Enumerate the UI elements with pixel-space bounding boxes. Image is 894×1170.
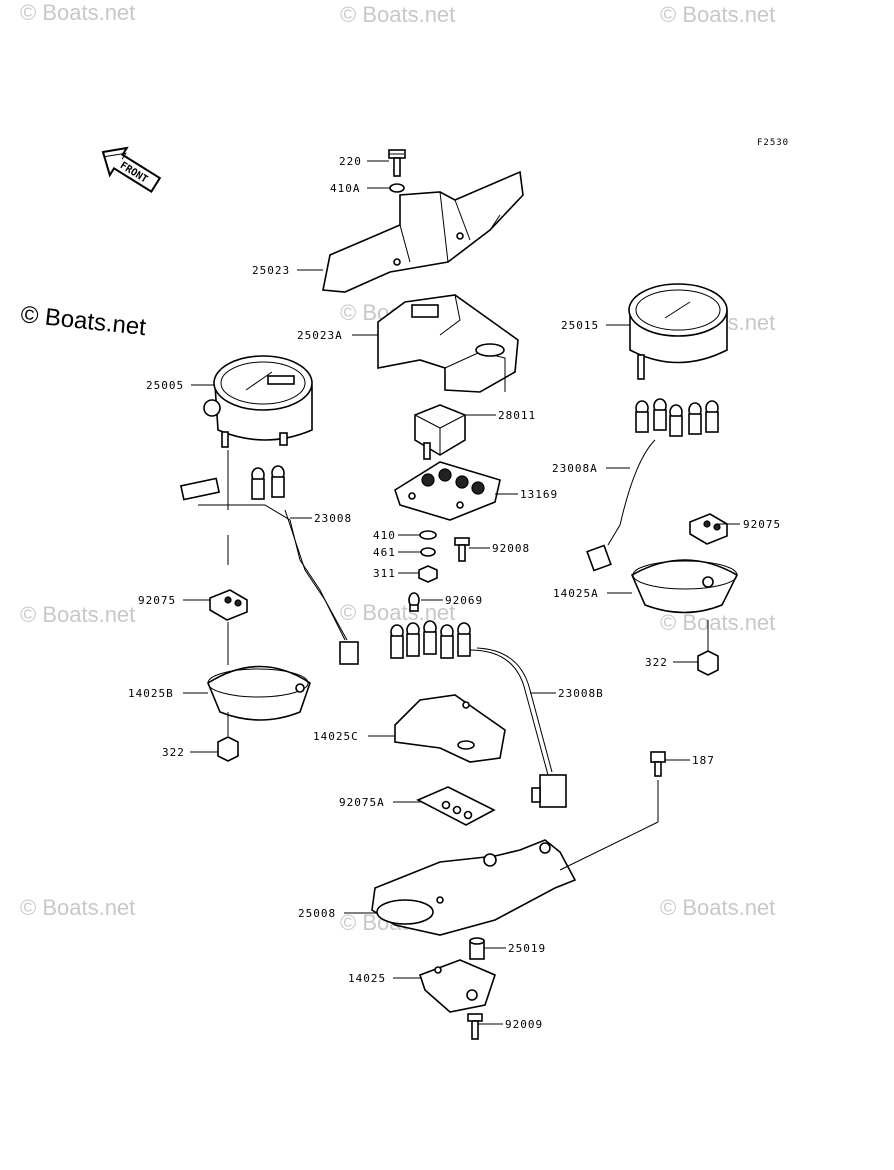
grommet-92075a bbox=[416, 786, 496, 826]
label-23008a: 23008A bbox=[552, 462, 598, 475]
label-14025: 14025 bbox=[348, 972, 386, 985]
label-14025a: 14025A bbox=[553, 587, 599, 600]
grommet-92075-left bbox=[209, 589, 248, 621]
label-25015: 25015 bbox=[561, 319, 599, 332]
watermark: © Boats.net bbox=[20, 0, 135, 25]
indicator-28011 bbox=[414, 404, 466, 460]
label-25008: 25008 bbox=[298, 907, 336, 920]
label-25005: 25005 bbox=[146, 379, 184, 392]
label-322-left: 322 bbox=[162, 746, 185, 759]
base-14025c bbox=[394, 694, 506, 763]
label-461: 461 bbox=[373, 546, 396, 559]
label-322-right: 322 bbox=[645, 656, 668, 669]
cup-14025a bbox=[630, 559, 739, 614]
collar-25019 bbox=[469, 937, 485, 960]
bulb-92069 bbox=[408, 592, 420, 612]
label-92008: 92008 bbox=[492, 542, 530, 555]
socket-plate-13169 bbox=[394, 461, 501, 521]
harness-23008 bbox=[179, 450, 359, 665]
bolt-187 bbox=[650, 751, 666, 777]
speedometer-25005 bbox=[203, 355, 313, 448]
harness-23008a bbox=[586, 398, 719, 572]
label-92075-left: 92075 bbox=[138, 594, 176, 607]
label-25023a: 25023A bbox=[297, 329, 343, 342]
washer-461 bbox=[420, 547, 436, 557]
harness-23008b bbox=[390, 620, 567, 808]
watermark: © Boats.net bbox=[660, 895, 775, 920]
label-187: 187 bbox=[692, 754, 715, 767]
label-14025c: 14025C bbox=[313, 730, 359, 743]
label-410: 410 bbox=[373, 529, 396, 542]
watermark: © Boats.net bbox=[660, 610, 775, 635]
watermarks: © Boats.net © Boats.net © Boats.net © Bo… bbox=[19, 0, 775, 935]
watermark: © Boats.net bbox=[20, 895, 135, 920]
label-25023: 25023 bbox=[252, 264, 290, 277]
watermark: © Boats.net bbox=[20, 602, 135, 627]
screw-92009 bbox=[467, 1013, 483, 1040]
watermark: © Boats.net bbox=[340, 600, 455, 625]
label-410a: 410A bbox=[330, 182, 361, 195]
label-92069: 92069 bbox=[445, 594, 483, 607]
label-23008b: 23008B bbox=[558, 687, 604, 700]
label-25019: 25019 bbox=[508, 942, 546, 955]
nut-322-left bbox=[217, 736, 239, 762]
washer-410a bbox=[389, 183, 405, 193]
figure-code: F2530 bbox=[757, 138, 789, 148]
label-23008: 23008 bbox=[314, 512, 352, 525]
label-13169: 13169 bbox=[520, 488, 558, 501]
label-14025b: 14025B bbox=[128, 687, 174, 700]
nut-311 bbox=[418, 565, 438, 583]
watermark: © Boats.net bbox=[340, 2, 455, 27]
screw-92008 bbox=[454, 537, 470, 562]
cup-14025b bbox=[207, 665, 311, 721]
label-92075-right: 92075 bbox=[743, 518, 781, 531]
plate-14025 bbox=[418, 959, 496, 1013]
nut-322-right bbox=[697, 650, 719, 676]
grommet-92075-right bbox=[689, 513, 728, 545]
bracket-25008 bbox=[371, 839, 577, 936]
washer-410 bbox=[419, 530, 437, 540]
label-92009: 92009 bbox=[505, 1018, 543, 1031]
label-311: 311 bbox=[373, 567, 396, 580]
label-28011: 28011 bbox=[498, 409, 536, 422]
part-labels: 220 410A 25023 25023A 25015 25005 28011 … bbox=[128, 155, 781, 1031]
leader-lines bbox=[183, 160, 740, 1025]
label-220: 220 bbox=[339, 155, 362, 168]
watermark: © Boats.net bbox=[660, 2, 775, 27]
front-arrow-icon: FRONT bbox=[101, 146, 162, 194]
tachometer-25015 bbox=[628, 283, 728, 380]
copyright-mark: © Boats.net bbox=[19, 301, 147, 341]
meter-cover-25023a bbox=[377, 294, 519, 393]
screw-220 bbox=[388, 149, 406, 177]
meter-cover-25023 bbox=[322, 170, 524, 293]
label-92075a: 92075A bbox=[339, 796, 385, 809]
